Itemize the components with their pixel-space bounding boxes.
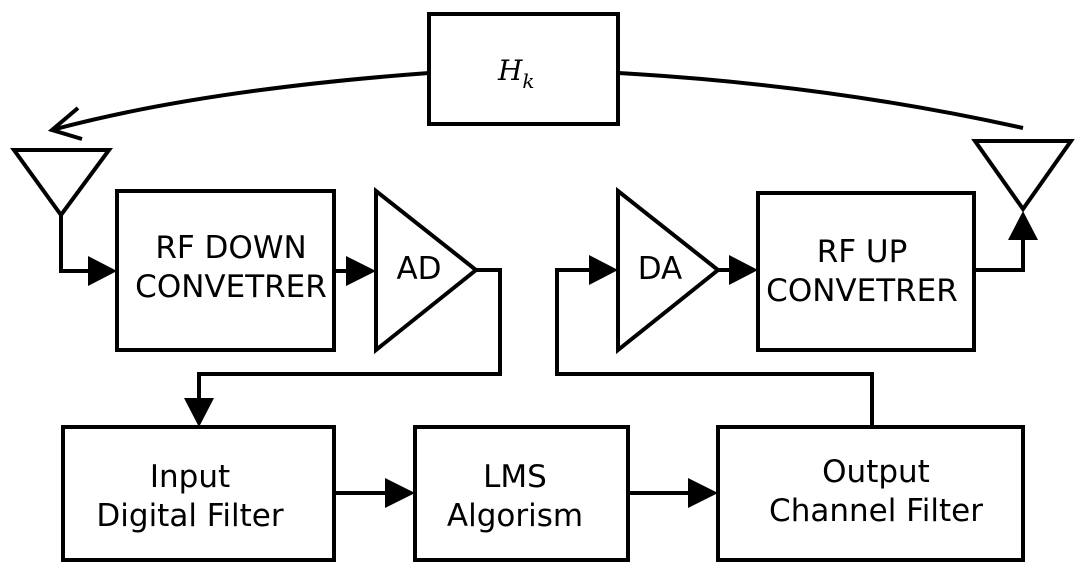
input-filter-arrow (184, 398, 214, 427)
channel-hk-block: Hk (427, 12, 620, 126)
receive-antenna-icon (10, 148, 113, 219)
feedback-curve-left (51, 71, 430, 132)
ad-converter-block: AD (374, 186, 480, 355)
lms-algorism-block: LMS Algorism (413, 425, 630, 562)
ad-input-arrow (346, 256, 376, 286)
output-filter-line2: Channel Filter (769, 493, 983, 529)
rfup-input-arrow (729, 255, 758, 285)
svg-text:Hk: Hk (497, 54, 535, 93)
output-filter-line1: Output (822, 454, 930, 490)
output-channel-filter-block: Output Channel Filter (716, 425, 1025, 562)
rf-down-converter-block: RF DOWN CONVETRER (115, 189, 336, 352)
rf-up-line2: CONVETRER (766, 273, 958, 309)
lms-line2: Algorism (447, 498, 583, 534)
rf-up-converter-block: RF UP CONVETRER (756, 191, 976, 352)
channel-hk-symbol: H (497, 54, 523, 87)
antenna-input-arrow (1008, 211, 1038, 240)
da-input-arrow (589, 255, 618, 285)
output-filter-to-da-wire (555, 268, 874, 427)
output-filter-arrow (688, 478, 718, 508)
lms-input-arrow (385, 478, 415, 508)
feedback-arrowhead (47, 106, 83, 141)
feedback-curve-right (617, 71, 1024, 130)
input-filter-line2: Digital Filter (96, 498, 283, 534)
transmit-antenna-icon (971, 139, 1075, 213)
rf-up-line1: RF UP (817, 234, 908, 270)
da-label: DA (638, 251, 683, 287)
rf-down-line2: CONVETRER (135, 269, 327, 305)
da-converter-block: DA (616, 186, 722, 355)
channel-hk-subscript: k (522, 69, 534, 93)
rfup-to-antenna-wire (974, 240, 1025, 272)
ad-label: AD (396, 251, 441, 287)
lms-line1: LMS (483, 459, 547, 495)
rf-down-line1: RF DOWN (155, 230, 306, 266)
antenna-to-rfdown-wire (59, 215, 90, 273)
rfdown-input-arrow (88, 256, 117, 286)
ad-to-input-filter-wire (197, 268, 502, 400)
input-digital-filter-block: Input Digital Filter (61, 425, 336, 562)
input-filter-line1: Input (150, 459, 230, 495)
